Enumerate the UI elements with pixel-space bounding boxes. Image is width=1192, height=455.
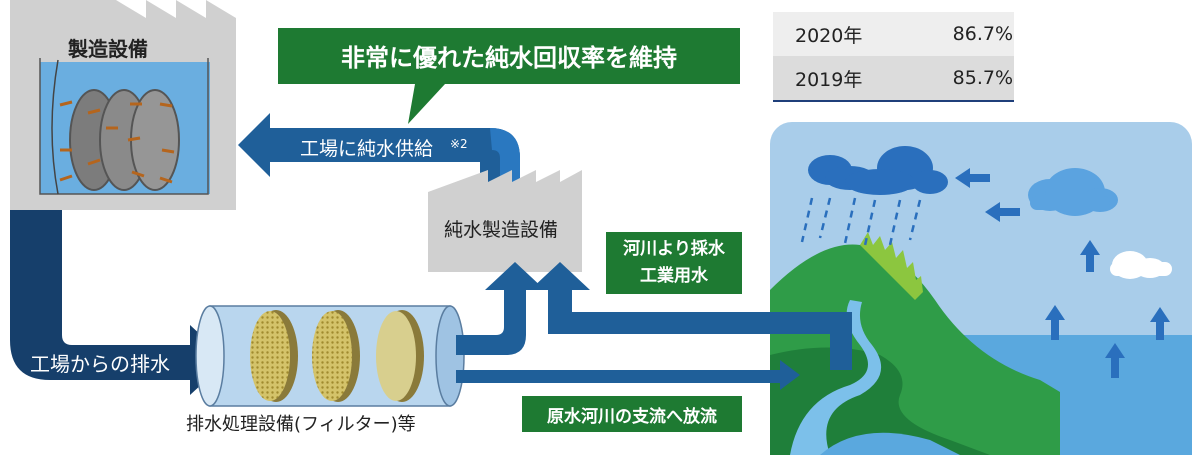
rain-cloud: [808, 146, 948, 195]
cloud-blue: [1028, 168, 1118, 216]
rate-cell: 86.7%: [952, 23, 1013, 45]
factory-building: [10, 0, 236, 210]
river-mouth: [820, 432, 960, 455]
factory-label: 製造設備: [68, 37, 148, 61]
year-cell: 2019年: [795, 68, 863, 91]
note-mark: ※2: [450, 137, 468, 151]
supply-label: 工場に純水供給: [300, 138, 434, 160]
recovery-rate-table: 2020年 86.7% 2019年 85.7%: [773, 12, 1014, 102]
rate-cell: 85.7%: [952, 67, 1013, 89]
table-row: 2020年 86.7%: [773, 12, 1014, 56]
purifier-building: [428, 170, 582, 272]
rain: [800, 197, 922, 251]
cloud-white: [1110, 251, 1172, 279]
supply-arrow: [238, 113, 520, 182]
drainage-pipe: [10, 210, 228, 395]
landscape-panel: [770, 122, 1192, 455]
recycle-pipe: [456, 262, 545, 355]
filter-discs: [69, 89, 180, 191]
headline-bubble: [278, 28, 740, 124]
intake-pipe: [530, 262, 852, 370]
flow-arrows: [59, 100, 175, 184]
trees: [860, 232, 923, 300]
drainage-label: 工場からの排水: [30, 352, 170, 376]
river-intake-label: 河川より採水 工業用水: [606, 232, 742, 294]
filter-unit: [195, 305, 465, 407]
purifier-label: 純水製造設備: [444, 219, 559, 241]
river-intake-line1: 河川より採水: [623, 239, 725, 259]
discharge-pipe: [456, 360, 800, 390]
year-cell: 2020年: [795, 24, 863, 47]
wind-arrows: [955, 168, 1020, 222]
filter-label: 排水処理設備(フィルター)等: [186, 414, 416, 435]
evaporation-arrows: [1045, 240, 1170, 378]
river-intake-line2: 工業用水: [640, 266, 708, 286]
discharge-label: 原水河川の支流へ放流: [522, 396, 742, 432]
table-row: 2019年 85.7%: [773, 56, 1014, 100]
headline-text: 非常に優れた純水回収率を維持: [341, 44, 677, 72]
river: [790, 300, 882, 455]
